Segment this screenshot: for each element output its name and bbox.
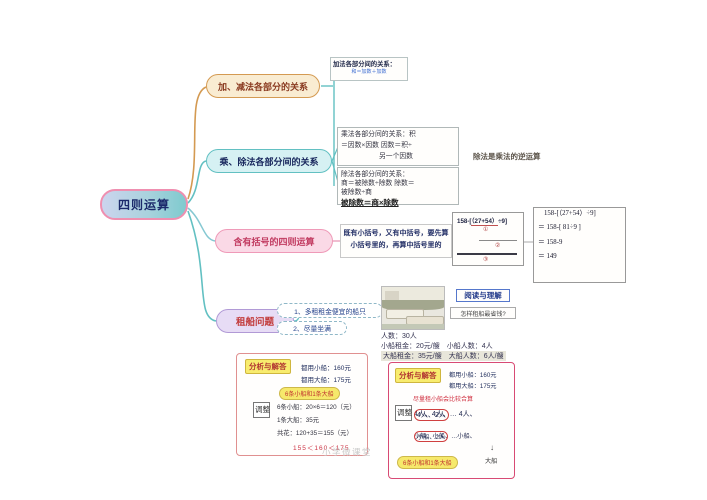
boat-photo [381,286,445,330]
brackets-rule-note: 既有小括号，又有中括号，要先算 小括号里的，再算中括号里的 [340,224,452,258]
brackets-rule-line: 小括号里的，再算中括号里的 [350,241,442,249]
analysis-right-title: 分析与解答 [395,368,441,383]
boat-info-small: 小船租金：20元/艘 小船人数：4人 [381,343,493,350]
expr-suffix: ÷9] [498,218,508,225]
boat-tip-2: 2、尽量坐满 [277,321,347,335]
solution-line: ＝ 158-9 [538,238,563,246]
reading-question-box: 怎样租船最省钱? [450,307,516,319]
watermark: 小学微课堂 [322,447,373,457]
all-big-boats-cost: 都用大船：175元 [449,383,497,390]
div-inverse-note: 除法是乘法的逆运算 [473,152,541,161]
step-1-mark: ① [483,227,489,233]
brackets-rule-line: 既有小括号，又有中括号，要先算 [343,230,449,237]
add-relation-formula: 和＝加数＋加数 [351,69,387,75]
adjust-box: 调整 [395,405,412,421]
step-3-underline [457,253,517,255]
root-label: 四则运算 [117,198,170,212]
branch-add-sub-label: 加、减法各部分的关系 [217,81,308,92]
photo-boat [386,309,425,319]
div-note-key-formula: 被除数＝商×除数 [341,197,399,207]
best-plan-highlight: 6条小船和1条大船 [279,387,340,400]
analysis-left-title: 分析与解答 [245,359,291,374]
branch-mul-div-node[interactable]: 乘、除法各部分间的关系 [206,149,332,173]
expr-prefix: 158-[ [457,218,472,225]
expr-parenthesis-part: （27+54） [471,218,499,226]
boat-info-people: 人数：30人 [381,333,417,340]
analysis-panel-left: 分析与解答 都用小船：160元 都用大船：175元 6条小船和1条大船 调整 6… [236,353,368,456]
bracket-expression: 158-[（27+54）÷9] [457,216,519,226]
adjust-box: 调整 [253,402,270,418]
add-relation-title: 加法各部分间的关系： [333,61,396,68]
solution-line: 158-[（27+54）÷9] [544,210,596,217]
circled-boat-groups: 小船、2人 [414,431,449,442]
mul-note-line: ＝因数×因数 因数＝积÷ [341,141,412,149]
best-plan-highlight: 6条小船和1条大船 [397,456,458,469]
order-of-operations-box: 158-[（27+54）÷9] ① ② ③ [452,212,524,266]
all-small-boats-cost: 都用小船：160元 [301,365,351,372]
div-relation-note: 除法各部分间的关系： 商＝被除数÷除数 除数＝ 被除数÷商 被除数＝商×除数 [337,167,459,207]
circled-people-groups: 4人、2人 [414,409,449,421]
branch-boat-label: 租船问题 [235,317,274,328]
all-small-boats-cost: 都用小船：160元 [449,372,497,379]
analysis-panel-right: 分析与解答 都用小船：160元 都用大船：175元 尽量租小船会比较合算 调整 … [388,362,515,479]
reading-comprehension-box: 阅读与理解 [456,289,510,302]
photo-trees [382,299,444,310]
div-note-line: 商＝被除数÷除数 除数＝ [341,180,415,188]
mul-note-line: 乘法各部分间的关系：积 [341,131,416,138]
step-2-underline [479,240,517,241]
branch-brackets-label: 含有括号的四则运算 [233,236,315,247]
add-relation-note: 加法各部分间的关系： 和＝加数＋加数 [330,57,408,81]
calc-line: 1条大船：35元 [277,417,319,424]
big-boat-label: 大船 [485,458,498,465]
step-3-mark: ③ [483,257,489,263]
photo-water [382,323,444,329]
calc-line: 6条小船：20×6＝120（元） [277,404,356,411]
branch-mul-div-label: 乘、除法各部分间的关系 [219,156,319,167]
down-arrow-icon: ↓ [490,443,494,452]
branch-brackets-node[interactable]: 含有括号的四则运算 [215,229,333,253]
mul-note-line: 另一个因数 [379,152,413,160]
boat-info-big: 大船租金：35元/艘 大船人数：6人/艘 [381,351,506,361]
mul-relation-note: 乘法各部分间的关系：积 ＝因数×因数 因数＝积÷ 另一个因数 [337,127,459,166]
cost-comparison: 155＜160＜175 [293,445,350,452]
step-2-mark: ② [495,243,501,249]
root-node-four-operations[interactable]: 四则运算 [100,189,188,220]
prefer-small-boats-note: 尽量租小船会比较合算 [413,397,474,403]
calc-line: 共花：120+35＝155（元） [277,430,353,437]
div-note-line: 被除数÷商 [341,189,372,197]
photo-building [385,291,399,303]
boat-tip-1: 1、多租租金便宜的船只 [277,303,383,318]
solution-line: ＝ 149 [538,252,557,260]
solution-line: ＝ 158-[ 81÷9 ] [538,224,581,232]
div-note-line: 除法各部分间的关系： [341,171,409,178]
branch-add-sub-node[interactable]: 加、减法各部分的关系 [206,74,320,98]
all-big-boats-cost: 都用大船：175元 [301,377,351,384]
bracket-solution-box: 158-[（27+54）÷9] ＝ 158-[ 81÷9 ] ＝ 158-9 ＝… [533,207,626,283]
